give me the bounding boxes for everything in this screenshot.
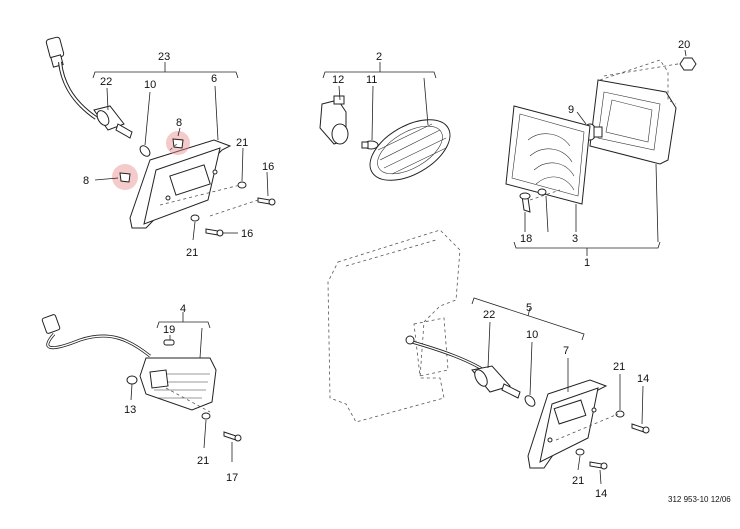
callout-8: 8 bbox=[176, 117, 182, 129]
callout-20: 20 bbox=[678, 39, 690, 51]
callout-9: 9 bbox=[568, 104, 574, 116]
callout-2: 2 bbox=[376, 51, 382, 63]
callout-23: 23 bbox=[158, 51, 170, 63]
callout-labels: 23 22 10 6 8 8 21 16 21 16 2 12 11 20 9 … bbox=[83, 39, 731, 504]
callout-10: 10 bbox=[144, 79, 156, 91]
assembly-23 bbox=[45, 36, 276, 241]
callout-5: 5 bbox=[526, 302, 532, 314]
callout-7: 7 bbox=[563, 345, 569, 357]
callout-21: 21 bbox=[613, 361, 625, 373]
callout-4: 4 bbox=[180, 303, 186, 315]
callout-13: 13 bbox=[124, 404, 136, 416]
assembly-1 bbox=[505, 49, 697, 256]
callout-14: 14 bbox=[595, 488, 607, 500]
callout-21: 21 bbox=[572, 475, 584, 487]
callout-21: 21 bbox=[197, 455, 209, 467]
callout-8: 8 bbox=[83, 175, 89, 187]
callout-12: 12 bbox=[332, 74, 344, 86]
callout-21: 21 bbox=[186, 247, 198, 259]
callout-16: 16 bbox=[262, 161, 274, 173]
callout-3: 3 bbox=[572, 233, 578, 245]
callout-11: 11 bbox=[366, 74, 377, 86]
callout-14: 14 bbox=[637, 373, 649, 385]
assembly-5 bbox=[327, 229, 650, 485]
callout-10: 10 bbox=[526, 329, 538, 341]
drawing-reference-footer: 312 953-10 12/06 bbox=[668, 495, 731, 504]
callout-22: 22 bbox=[483, 309, 495, 321]
callout-18: 18 bbox=[520, 233, 532, 245]
callout-6: 6 bbox=[211, 73, 217, 85]
assembly-4 bbox=[41, 312, 242, 462]
callout-19: 19 bbox=[163, 324, 175, 336]
callout-22: 22 bbox=[100, 76, 112, 88]
callout-21: 21 bbox=[236, 137, 248, 149]
assembly-2 bbox=[319, 62, 451, 181]
callout-16: 16 bbox=[241, 228, 253, 240]
callout-17: 17 bbox=[226, 472, 238, 484]
callout-1: 1 bbox=[584, 257, 590, 269]
